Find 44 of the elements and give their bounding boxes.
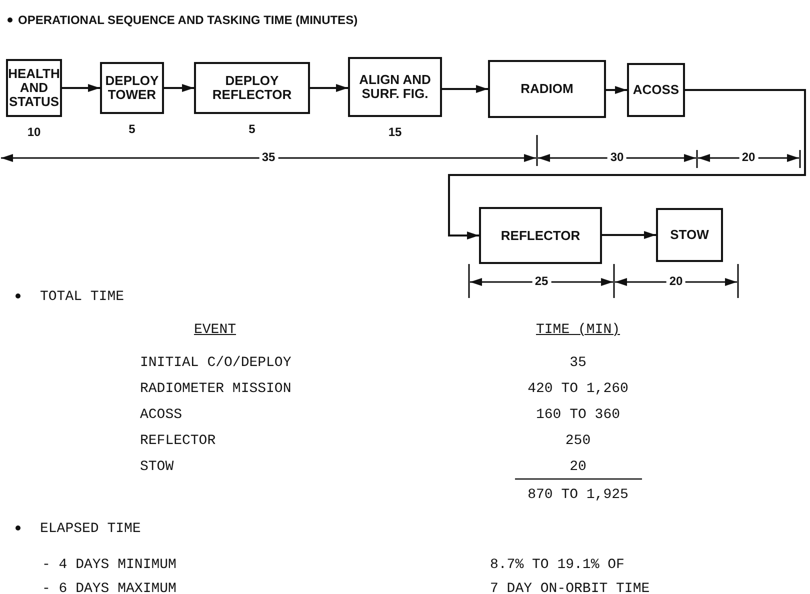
table-cell: 20 (570, 459, 586, 475)
process-box: RADIOM (488, 60, 606, 118)
note-text: 8.7% TO 19.1% OF (490, 557, 624, 573)
dimension-label: 20 (738, 150, 758, 164)
section-heading: TOTAL TIME (40, 289, 124, 305)
table-cell: 160 TO 360 (536, 407, 620, 423)
arrow (164, 84, 194, 92)
process-box: ACOSS (627, 63, 685, 117)
table-cell: INITIAL C/O/DEPLOY (140, 355, 292, 371)
table-cell: 35 (570, 355, 586, 371)
process-box: STOW (656, 208, 723, 262)
table-cell: STOW (140, 459, 174, 475)
dimension-label: 20 (666, 274, 686, 288)
dimension-label: 30 (607, 150, 627, 164)
duration-label: 15 (388, 125, 402, 139)
process-box: DEPLOY TOWER (100, 62, 164, 114)
table-cell: 250 (565, 433, 591, 449)
process-box: DEPLOY REFLECTOR (194, 62, 310, 114)
duration-label: 5 (128, 122, 136, 136)
note-text: 7 DAY ON-ORBIT TIME (490, 581, 650, 594)
diagram-title: OPERATIONAL SEQUENCE AND TASKING TIME (MINUTES) (18, 13, 358, 27)
duration-label: 5 (248, 122, 256, 136)
section-heading: ELAPSED TIME (40, 521, 141, 537)
dimension-label: 35 (258, 150, 278, 164)
duration-label: 10 (27, 125, 41, 139)
table-cell: 420 TO 1,260 (528, 381, 628, 397)
table-cell: RADIOMETER MISSION (140, 381, 292, 397)
note-text: - 6 DAYS MAXIMUM (42, 581, 176, 594)
table-cell: ACOSS (140, 407, 182, 423)
process-box: HEALTH AND STATUS (6, 59, 62, 117)
table-cell: REFLECTOR (140, 433, 216, 449)
arrow (606, 86, 627, 94)
table-cell: 870 TO 1,925 (528, 487, 628, 503)
arrow (62, 84, 100, 92)
column-header: TIME (MIN) (536, 322, 620, 338)
arrow (448, 89, 806, 240)
dimension-label: 25 (532, 274, 552, 288)
arrow (442, 85, 488, 93)
arrow (310, 84, 348, 92)
process-box: REFLECTOR (479, 207, 602, 264)
process-box: ALIGN AND SURF. FIG. (348, 57, 442, 117)
arrow (602, 231, 656, 239)
column-header: EVENT (194, 322, 236, 338)
note-text: - 4 DAYS MINIMUM (42, 557, 176, 573)
